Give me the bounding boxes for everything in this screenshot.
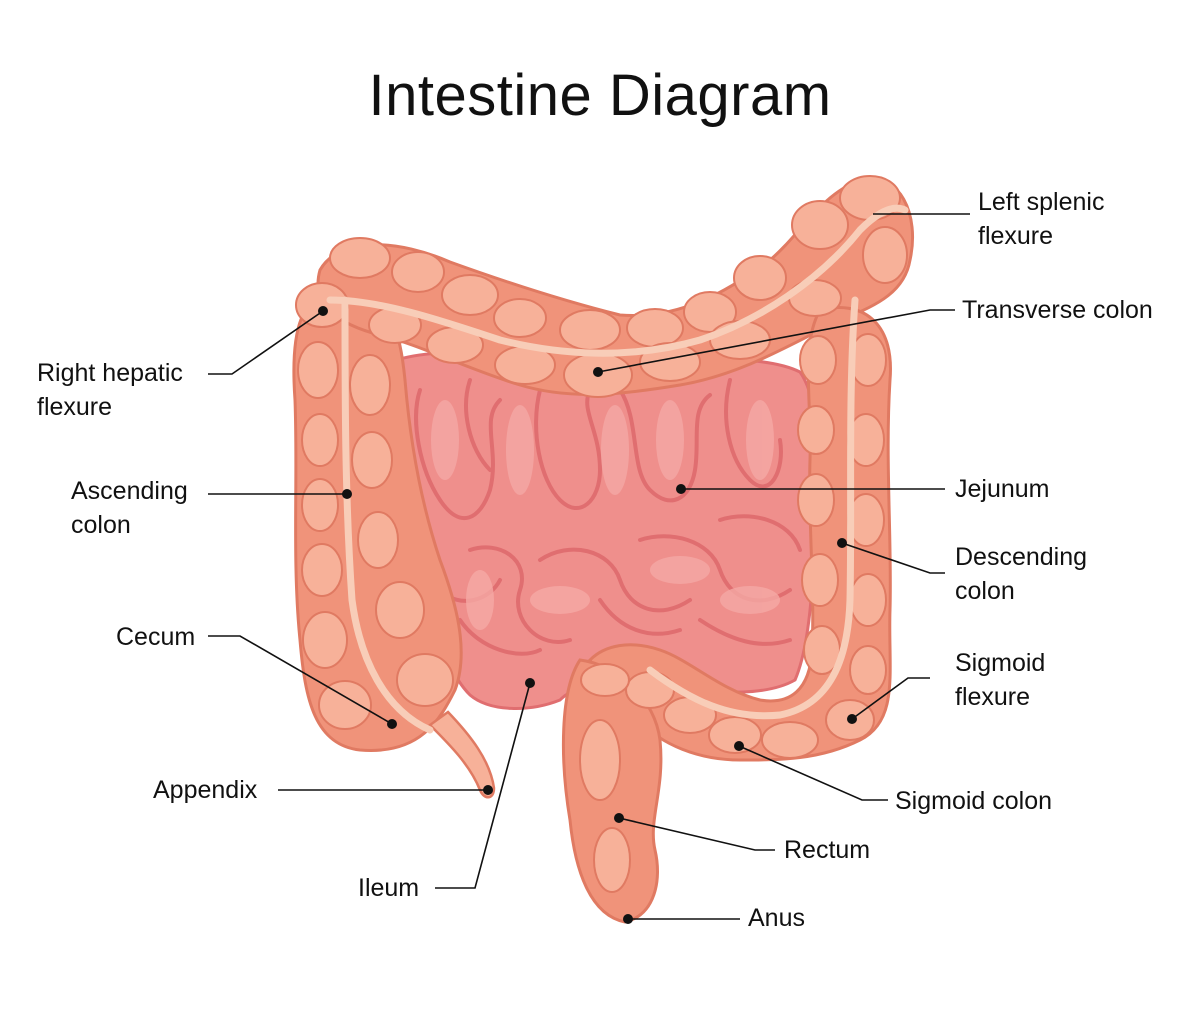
label-transverse-colon: Transverse colon	[962, 296, 1153, 324]
label-ileum: Ileum	[358, 874, 419, 902]
label-appendix: Appendix	[153, 776, 258, 804]
label-sigmoid-flexure: Sigmoid flexure	[955, 649, 1052, 711]
label-left-splenic-flexure: Left splenic flexure	[978, 188, 1111, 250]
label-ascending-colon: Ascending colon	[71, 477, 195, 539]
label-right-hepatic-flexure: Right hepatic flexure	[37, 359, 190, 421]
label-descending-colon: Descending colon	[955, 543, 1094, 605]
label-rectum: Rectum	[784, 836, 870, 864]
label-cecum: Cecum	[116, 623, 195, 651]
diagram-title: Intestine Diagram	[368, 63, 832, 128]
leader-dots	[318, 306, 857, 924]
label-jejunum: Jejunum	[955, 475, 1050, 503]
label-sigmoid-colon: Sigmoid colon	[895, 787, 1052, 815]
leader-lines	[208, 213, 970, 920]
label-anus: Anus	[748, 904, 805, 932]
